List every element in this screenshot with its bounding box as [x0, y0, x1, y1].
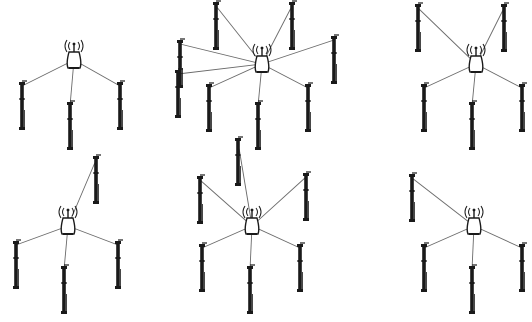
post-station-icon: [247, 264, 255, 314]
wireless-link: [423, 63, 477, 89]
post-station-icon: [331, 34, 339, 84]
post-station-icon: [305, 82, 313, 132]
post-station-icon: [206, 82, 214, 132]
diagram-panel-2: [175, 0, 339, 150]
post-station-icon: [213, 0, 221, 50]
post-station-icon: [67, 100, 75, 150]
wireless-link: [73, 59, 121, 87]
wireless-link: [21, 59, 75, 87]
diagram-panel-5: [197, 136, 311, 314]
wireless-link: [423, 225, 475, 249]
post-station-icon: [289, 0, 297, 50]
wireless-link: [473, 225, 523, 249]
post-station-icon: [117, 80, 125, 130]
wireless-link: [67, 225, 119, 246]
diagram-panel-1: [19, 39, 125, 150]
wireless-link: [201, 225, 253, 249]
wireless-access-point-icon: [464, 205, 484, 235]
diagram-panel-6: [409, 172, 527, 314]
post-station-icon: [19, 80, 27, 130]
wireless-link: [261, 63, 309, 89]
wireless-link: [261, 5, 293, 65]
wireless-access-point-icon: [58, 205, 78, 235]
diagram-panel-4: [13, 154, 123, 314]
wireless-access-point-icon: [252, 43, 272, 73]
wireless-link: [251, 176, 307, 227]
post-station-icon: [421, 242, 429, 292]
wireless-link: [475, 7, 505, 65]
post-station-icon: [197, 174, 205, 224]
post-station-icon: [93, 154, 101, 204]
post-station-icon: [61, 264, 69, 314]
post-station-icon: [415, 2, 423, 52]
post-station-icon: [297, 242, 305, 292]
post-station-icon: [501, 2, 509, 52]
wireless-link: [411, 177, 475, 227]
post-station-icon: [421, 82, 429, 132]
wireless-access-point-icon: [64, 39, 84, 69]
post-station-icon: [13, 239, 21, 289]
wireless-link: [15, 225, 69, 246]
wireless-link: [475, 63, 523, 89]
post-station-icon: [303, 171, 311, 221]
wireless-link: [251, 225, 301, 249]
post-station-icon: [115, 239, 123, 289]
wireless-link: [417, 7, 477, 65]
wireless-access-point-icon: [466, 43, 486, 73]
diagram-panel-3: [415, 2, 527, 150]
post-station-icon: [199, 242, 207, 292]
wireless-link: [199, 179, 253, 227]
wireless-link: [179, 43, 263, 65]
wireless-access-point-icon: [242, 205, 262, 235]
wireless-link: [177, 63, 263, 75]
post-station-icon: [519, 82, 527, 132]
post-station-icon: [175, 68, 183, 118]
wireless-link: [208, 63, 263, 89]
post-station-icon: [255, 100, 263, 150]
post-station-icon: [519, 242, 527, 292]
post-station-icon: [235, 136, 243, 186]
post-station-icon: [409, 172, 417, 222]
post-station-icon: [469, 264, 477, 314]
wireless-link: [261, 39, 335, 65]
post-station-icon: [469, 100, 477, 150]
